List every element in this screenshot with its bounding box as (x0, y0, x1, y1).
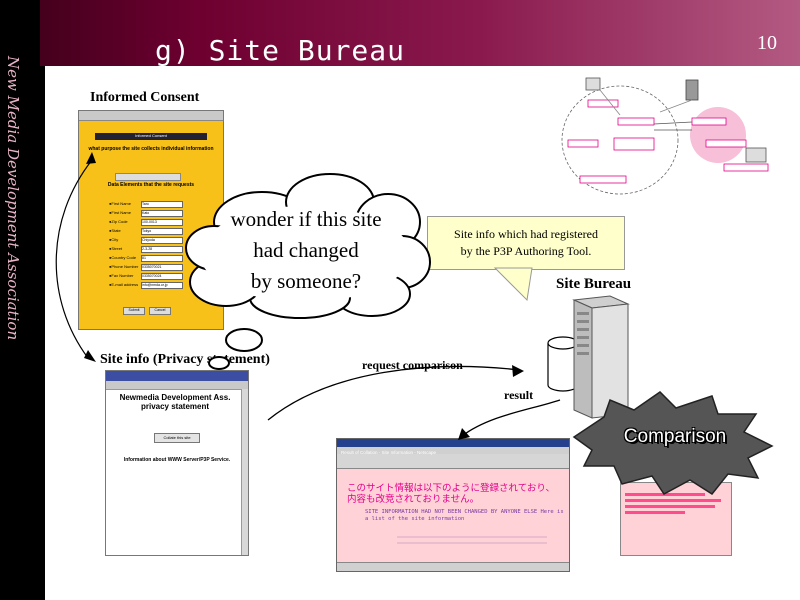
network-diagram (561, 77, 769, 195)
page-number: 10 (757, 32, 777, 54)
consent-field-row: ●Zip Code 100-0013 (109, 219, 189, 226)
thought-line-3: by someone? (250, 269, 362, 293)
privacy-window-titlebar (106, 371, 248, 381)
privacy-heading: Newmedia Development Ass. privacy statem… (119, 393, 231, 411)
consent-link-arrow (55, 159, 93, 359)
collate-site-button[interactable]: Collate this site (154, 433, 200, 443)
consent-field-row: ●State Tokyo (109, 228, 189, 235)
callout-pointer (493, 267, 533, 302)
consent-field-label: ●State (109, 228, 121, 233)
server-icon (572, 295, 630, 419)
result-label: result (504, 388, 534, 402)
consent-field-label: ●Zip Code (109, 219, 128, 224)
comparison-label: Comparison (623, 426, 727, 447)
result-arrow-head (458, 428, 470, 440)
thought-text: wonder if this site had changed by someo… (206, 204, 406, 297)
thought-bubble-small (208, 356, 230, 370)
consent-field-input[interactable]: 0335070021 (141, 264, 183, 271)
consent-field-input[interactable]: 2-3-28 (141, 246, 183, 253)
consent-field-input[interactable]: Kato (141, 210, 183, 217)
consent-field-input[interactable]: info@nmda.or.jp (141, 282, 183, 289)
consent-field-input[interactable]: Tokyo (141, 228, 183, 235)
consent-field-row: ●First Name Taro (109, 201, 189, 208)
consent-field-row: ●City Chiyoda (109, 237, 189, 244)
consent-window-toolbar (79, 111, 223, 121)
result-window-titlebar: Result of Collation - Site Information -… (337, 439, 569, 455)
privacy-statement-window: Newmedia Development Ass. privacy statem… (105, 370, 249, 556)
submit-button[interactable]: Submit (123, 307, 145, 315)
sidebar-band (0, 0, 40, 600)
slide-title: g) Site Bureau (155, 34, 406, 67)
consent-field-input[interactable]: Chiyoda (141, 237, 183, 244)
request-arrow (267, 365, 521, 421)
consent-field-row: ●Fax Number 0335070024 (109, 273, 189, 280)
consent-field-label: ●E-mail address (109, 282, 139, 287)
privacy-window-toolbar (106, 381, 248, 390)
result-window-menubar[interactable] (337, 447, 569, 454)
consent-field-label: ●City (109, 237, 119, 242)
thought-line-1: wonder if this site (230, 207, 382, 231)
consent-field-label: ●Fax Number (109, 273, 134, 278)
consent-field-label: ●First Name (109, 210, 131, 215)
informed-consent-label: Informed Consent (90, 90, 200, 105)
small-result-preview (620, 482, 732, 556)
callout-line-1: Site info which had registered (454, 227, 598, 241)
registered-info-callout: Site info which had registered by the P3… (427, 216, 625, 270)
consent-link-arrow-head-down (84, 350, 96, 362)
privacy-scrollbar[interactable] (241, 389, 248, 555)
result-english-message: SITE INFORMATION HAD NOT BEEN CHANGED BY… (365, 509, 564, 522)
result-window-toolbar[interactable] (337, 454, 569, 469)
consent-heading: Informed Consent (95, 133, 207, 140)
consent-field-input[interactable]: 0335070024 (141, 273, 183, 280)
consent-field-row: ●Country Code 81 (109, 255, 189, 262)
consent-field-row: ●First Name Kato (109, 210, 189, 217)
request-comparison-label: request comparison (362, 358, 463, 372)
privacy-info-heading: Information about WWW Server/P3P Service… (123, 457, 231, 463)
result-info-table (397, 531, 547, 551)
consent-question: what purpose the site collects individua… (88, 146, 214, 152)
consent-field-label: ●First Name (109, 201, 131, 206)
comparison-result-window: Result of Collation - Site Information -… (336, 438, 570, 572)
result-window-statusbar (337, 562, 569, 571)
consent-field-input[interactable]: Taro (141, 201, 183, 208)
result-arrow (461, 399, 561, 437)
request-arrow-head (512, 365, 524, 377)
result-japanese-message: このサイト情報は以下のように登録されており、内容も改竞されておりません。 (347, 483, 556, 505)
consent-field-row: ●Street 2-3-28 (109, 246, 189, 253)
consent-section-heading: Data Elements that the site requests (107, 182, 195, 188)
thought-line-2: had changed (253, 238, 359, 262)
cancel-button[interactable]: Cancel (149, 307, 171, 315)
consent-field-input[interactable]: 81 (141, 255, 183, 262)
consent-field-label: ●Phone Number (109, 264, 139, 269)
consent-field-label: ●Country Code (109, 255, 137, 260)
header-band (0, 0, 800, 66)
callout-line-2: by the P3P Authoring Tool. (460, 244, 592, 258)
thought-bubble-medium (225, 328, 263, 352)
site-bureau-label: Site Bureau (556, 276, 632, 292)
result-window-title: Result of Collation - Site Information -… (341, 450, 437, 455)
consent-more-button[interactable] (115, 173, 181, 181)
consent-field-label: ●Street (109, 246, 123, 251)
consent-field-input[interactable]: 100-0013 (141, 219, 183, 226)
comparison-burst (572, 391, 774, 495)
consent-link-arrow-head-up (86, 152, 96, 164)
